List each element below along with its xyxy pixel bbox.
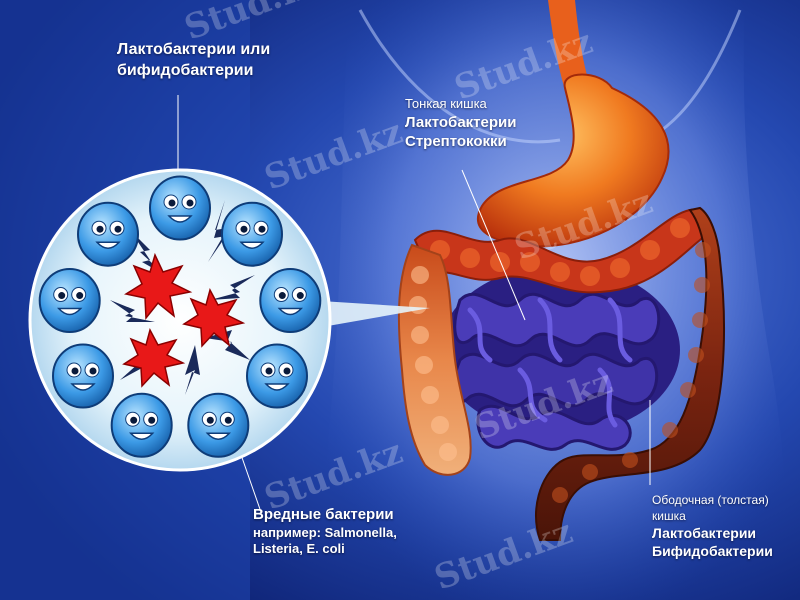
label-line: Ободочная (толстая) xyxy=(652,493,769,507)
callout-pointer xyxy=(305,300,430,330)
bacteria-good-icon xyxy=(110,392,173,458)
bacteria-good-icon xyxy=(245,343,308,409)
leader-line xyxy=(461,169,526,321)
label-line: Лактобактерии xyxy=(405,113,517,131)
label-line: Listeria, E. coli xyxy=(253,541,345,557)
good-bacteria-group xyxy=(38,175,322,458)
label-lacto-bifido: Лактобактерии или бифидобактерии xyxy=(117,40,270,82)
esophagus xyxy=(548,0,590,90)
label-line: Стрептококки xyxy=(405,133,507,151)
bacteria-good-icon xyxy=(220,201,283,267)
label-harmful-bacteria: Вредные бактерии например: Salmonella, L… xyxy=(253,505,397,558)
rib-outline xyxy=(358,9,561,144)
label-colon: Ободочная (толстая) кишка Лактобактерии … xyxy=(652,493,773,561)
colon-haustra xyxy=(552,242,711,503)
label-line: Тонкая кишка xyxy=(405,96,487,111)
bacteria-good-icon xyxy=(187,392,250,458)
lightning-icon xyxy=(110,200,255,395)
colon-haustra xyxy=(430,218,690,286)
label-small-intestine: Тонкая кишка Лактобактерии Стрептококки xyxy=(405,96,516,152)
bacteria-good-icon xyxy=(149,175,211,241)
label-line: например: Salmonella, xyxy=(253,524,397,540)
label-line: Лактобактерии или xyxy=(117,41,271,58)
bacteria-harmful-icon xyxy=(122,252,246,388)
descending-colon xyxy=(535,206,725,541)
label-line: кишка xyxy=(652,508,686,523)
bacteria-good-icon xyxy=(77,201,140,267)
small-intestine xyxy=(440,265,680,451)
bacteria-good-icon xyxy=(52,343,115,409)
label-line: Бифидобактерии xyxy=(652,543,773,560)
label-line: бифидобактерии xyxy=(117,61,254,79)
label-line: Лактобактерии xyxy=(652,525,757,542)
bacteria-good-icon xyxy=(259,268,322,334)
label-line: Вредные бактерии xyxy=(253,506,394,523)
bacteria-good-icon xyxy=(38,268,101,334)
